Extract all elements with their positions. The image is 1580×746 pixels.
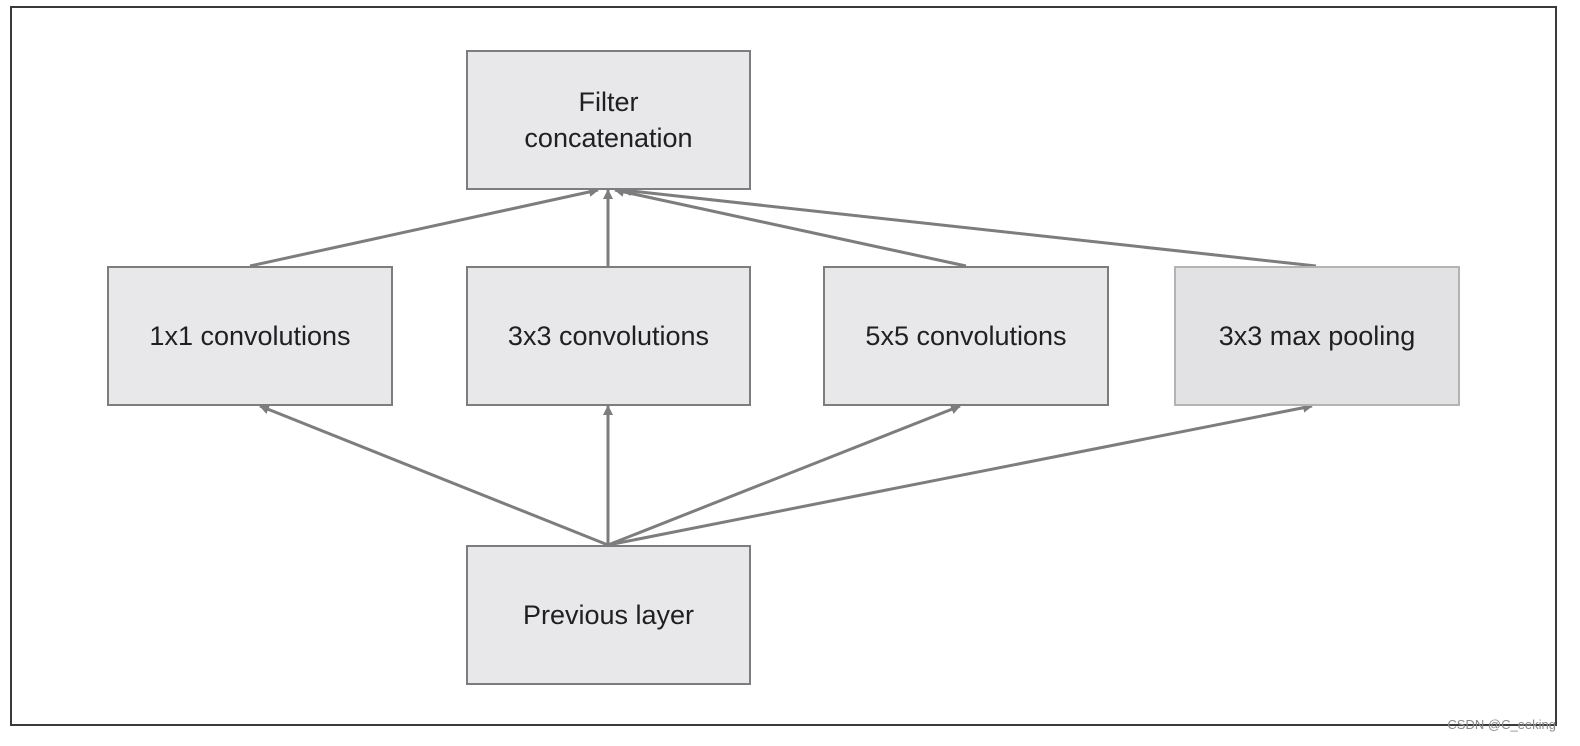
filter-concatenation-label: Filter concatenation [524,84,692,156]
max-pooling-node: 3x3 max pooling [1174,266,1460,406]
arrow-conv5-to-concat [614,187,967,268]
filter-concatenation-line1: Filter [578,87,639,117]
arrow-prev-to-conv5 [607,404,961,547]
filter-concatenation-line2: concatenation [524,123,693,153]
arrow-conv1-to-concat [249,187,599,268]
previous-layer-label: Previous layer [522,600,695,630]
arrow-prev-to-conv1 [259,404,609,547]
conv-3x3-label: 3x3 convolutions [507,321,710,351]
conv-5x5-node: 5x5 convolutions [823,266,1109,406]
arrow-prev-to-pool [607,402,1313,547]
watermark-text: CSDN @C_eeking [1447,717,1556,732]
arrow-pool-to-concat [621,186,1317,268]
conv-1x1-label: 1x1 convolutions [149,321,351,351]
previous-layer-node: Previous layer [466,545,751,685]
max-pooling-label: 3x3 max pooling [1218,321,1416,351]
filter-concatenation-node: Filter concatenation [466,50,751,190]
conv-5x5-label: 5x5 convolutions [865,321,1067,351]
conv-1x1-node: 1x1 convolutions [107,266,393,406]
conv-3x3-node: 3x3 convolutions [466,266,751,406]
